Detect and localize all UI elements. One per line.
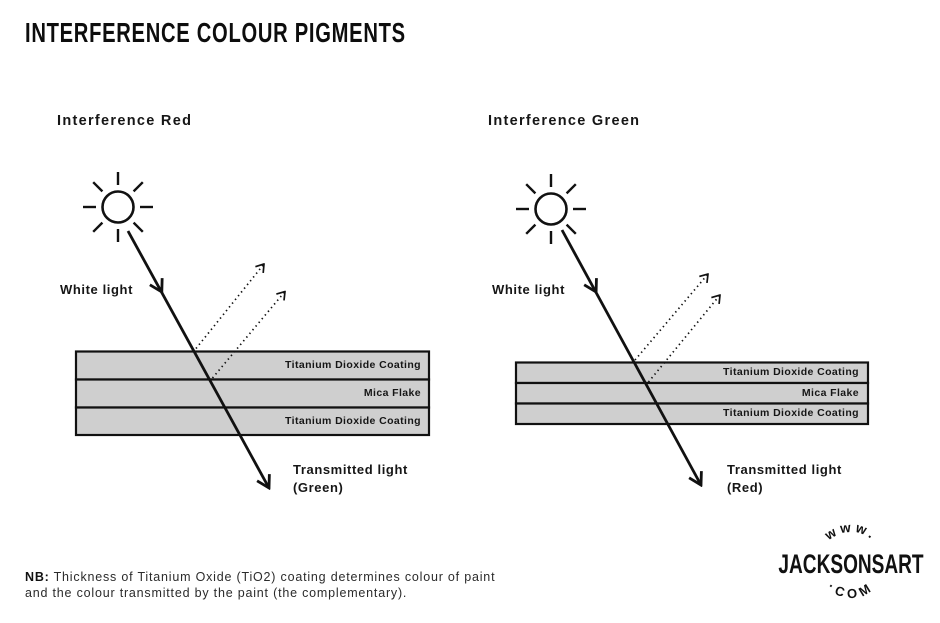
white-light-label: White light	[60, 282, 134, 297]
sun-icon	[516, 174, 586, 244]
incident-light-ray	[560, 229, 701, 485]
logo-www-text: www.	[821, 520, 877, 544]
incident-ray-mid-arrowhead	[594, 288, 596, 292]
incident-ray-mid-arrowhead	[160, 288, 162, 292]
incident-light-ray	[126, 230, 269, 488]
footnote-line2: and the colour transmitted by the paint …	[25, 585, 408, 600]
transmitted-light-text: Transmitted light	[727, 462, 842, 477]
layer-label-tio2-top: Titanium Dioxide Coating	[723, 366, 859, 378]
layer-label-mica: Mica Flake	[363, 387, 421, 399]
logo-name-text: JACKSONSART	[778, 549, 923, 579]
footnote: NB:Thickness of Titanium Oxide (TiO2) co…	[25, 570, 495, 601]
layer-stack	[74, 350, 431, 437]
diagram-heading-green: Interference Green	[488, 113, 641, 129]
transmitted-light-label: Transmitted light (Green)	[293, 461, 408, 496]
sun-icon	[83, 172, 153, 242]
layer-rect	[514, 402, 870, 426]
logo-com-text: ·com	[825, 579, 872, 602]
reflected-light-ray	[634, 274, 708, 361]
layer-stack	[514, 361, 870, 426]
transmitted-light-label: Transmitted light (Red)	[727, 461, 842, 496]
layer-rect	[74, 406, 431, 437]
jacksonsart-logo: www. JACKSONSART ·com	[778, 520, 923, 602]
transmitted-colour-text: (Red)	[727, 479, 764, 495]
white-light-label: White light	[492, 282, 566, 297]
layer-label-tio2-bottom: Titanium Dioxide Coating	[285, 414, 421, 427]
transmitted-light-text: Transmitted light	[293, 462, 408, 477]
logo-arc-top-text: www.	[821, 520, 880, 544]
logo-arc-bottom-text: ·com	[825, 579, 877, 602]
diagram-red-linework	[74, 172, 431, 488]
page-title: INTERFERENCE COLOUR PIGMENTS	[25, 17, 406, 48]
layer-rect	[74, 378, 431, 409]
layer-label-tio2-top: Titanium Dioxide Coating	[285, 359, 421, 371]
diagram-green-linework	[514, 174, 870, 485]
layer-label-tio2-bottom: Titanium Dioxide Coating	[723, 407, 859, 419]
footnote-line1: Thickness of Titanium Oxide (TiO2) coati…	[53, 570, 496, 584]
transmitted-colour-text: (Green)	[293, 479, 344, 495]
diagram-heading-red: Interference Red	[57, 113, 193, 129]
reflected-light-ray	[195, 264, 264, 350]
footnote-prefix: NB:	[25, 570, 50, 584]
layer-label-mica: Mica Flake	[801, 387, 859, 399]
